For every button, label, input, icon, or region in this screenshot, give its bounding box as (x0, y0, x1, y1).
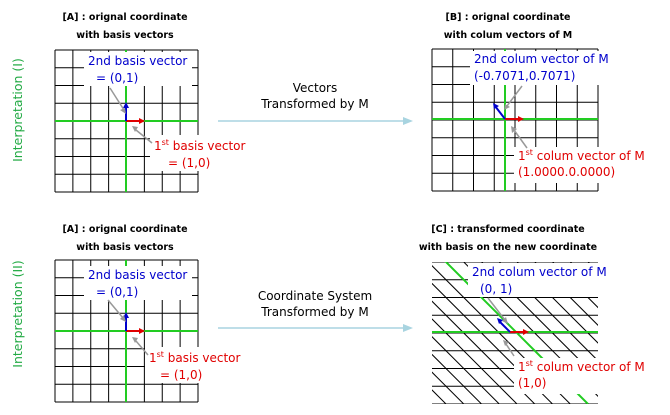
v1-label-a1-rest: basis vector (169, 139, 246, 153)
v1-label-a2-rest: basis vector (164, 351, 241, 365)
panel-a-row2: [A] : orignal coordinate with basis vect… (55, 224, 255, 402)
skew-grid-diagonal (329, 234, 519, 411)
pointer-a1-top (110, 88, 124, 110)
panel-b-caption-1: [B] : orignal coordinate (446, 12, 571, 23)
v1-label-c-sup: st (526, 359, 533, 368)
v1-label-c-base: 1 (518, 360, 526, 374)
v1-label-c-rest: colum vector of M (533, 360, 645, 374)
skew-grid-diagonal (241, 234, 431, 411)
v1-value-c: (1,0) (518, 376, 546, 390)
v2-label-a2: 2nd basis vector (88, 268, 187, 282)
v1-label-a1-sup: st (162, 138, 169, 147)
v1-label-a2-base: 1 (149, 351, 157, 365)
v2-label-b: 2nd colum vector of M (474, 52, 609, 66)
pointer-a1-top-head (120, 108, 126, 114)
skew-grid-diagonal (347, 234, 537, 411)
v1-label-b: 1st colum vector of M (518, 148, 645, 163)
panel-a-row1-caption-2: with basis vectors (76, 30, 174, 41)
panel-a-row2-caption-2: with basis vectors (76, 242, 174, 253)
v1-label-b-base: 1 (518, 149, 526, 163)
v2-label-a1: 2nd basis vector (88, 54, 187, 68)
interpretation-2-label: Interpretation (II) (10, 260, 25, 367)
interpretation-1-label: Interpretation (I) (10, 58, 25, 162)
v1-label-a2-sup: st (157, 350, 164, 359)
v2-value-a1: = (0,1) (96, 71, 138, 85)
v1-value-b: (1.0000.0.0000) (518, 165, 615, 179)
panel-a-row1-caption-1: [A] : orignal coordinate (62, 12, 187, 23)
v2-label-c: 2nd colum vector of M (472, 265, 607, 279)
panel-c-caption-2: with basis on the new coordinate (419, 242, 597, 253)
panel-b-row1: [B] : orignal coordinate with colum vect… (432, 12, 662, 191)
middle-label-row1-1: Vectors (293, 81, 338, 95)
v2-value-c: (0, 1) (480, 282, 512, 296)
arrow-head-row2 (403, 324, 413, 332)
transform-arrow-row2: Coordinate System Transformed by M (218, 289, 413, 332)
skew-grid-diagonal (205, 234, 395, 411)
pointer-b-bottom (514, 130, 527, 148)
pointer-a2-top (108, 300, 123, 318)
v1-value-a2: = (1,0) (160, 368, 202, 382)
skew-grid-diagonal (258, 234, 448, 411)
column-vector-1-b-head (518, 116, 524, 122)
v1-value-a1: = (1,0) (168, 156, 210, 170)
panel-a-row1: [A] : orignal coordinate with basis vect… (55, 12, 255, 192)
v1-label-c: 1st colum vector of M (518, 359, 645, 374)
pointer-c-bottom (506, 344, 514, 356)
skew-grid-diagonal (276, 234, 466, 411)
v2-value-a2: = (0,1) (96, 285, 138, 299)
v1-label-b-sup: st (526, 148, 533, 157)
v1-label-b-rest: colum vector of M (533, 149, 645, 163)
skew-grid-diagonal (294, 234, 484, 411)
v1-label-a1-base: 1 (154, 139, 162, 153)
column-vector-2-b (495, 106, 505, 119)
panel-a-row2-caption-1: [A] : orignal coordinate (62, 224, 187, 235)
skew-grid-diagonal (223, 234, 413, 411)
skew-grid-diagonal (312, 234, 502, 411)
v2-value-b: (-0.7071,0.7071) (474, 69, 575, 83)
panel-b-caption-2: with colum vectors of M (444, 30, 572, 41)
panel-c-caption-1: [C] : transformed coordinate (431, 224, 585, 235)
middle-label-row1-2: Transformed by M (260, 97, 368, 111)
transform-arrow-row1: Vectors Transformed by M (218, 81, 413, 125)
middle-label-row2-2: Transformed by M (260, 305, 368, 319)
middle-label-row2-1: Coordinate System (258, 289, 372, 303)
column-vector-1-c-head (523, 329, 529, 335)
arrow-head-row1 (403, 117, 413, 125)
